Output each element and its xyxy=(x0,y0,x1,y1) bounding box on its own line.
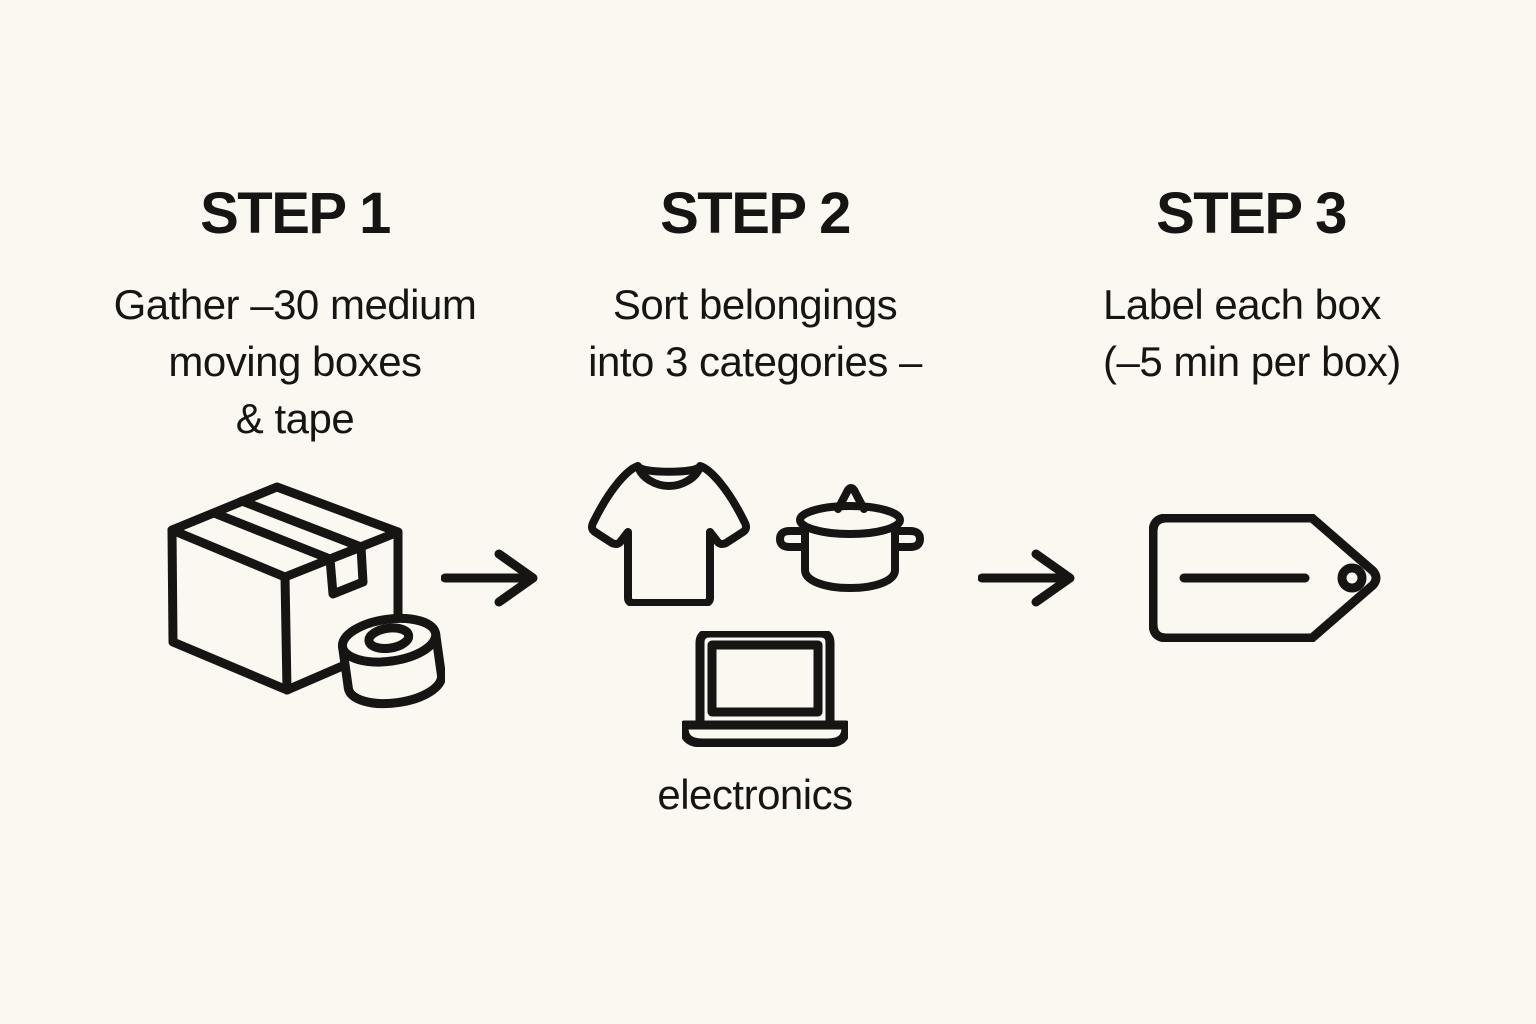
step-3-description: Label each box (–5 min per box) xyxy=(1103,276,1463,390)
step-1-title: STEP 1 xyxy=(200,181,391,246)
cooking-pot-icon xyxy=(776,483,924,595)
step-3-line-1: Label each box xyxy=(1103,281,1381,328)
step-2-description: Sort belongings into 3 categories – xyxy=(535,276,975,390)
moving-box-icon xyxy=(163,476,445,712)
step-2-line-1: Sort belongings xyxy=(612,281,898,328)
tshirt-icon xyxy=(586,460,752,606)
electronics-caption: electronics xyxy=(657,771,853,818)
label-tag-icon xyxy=(1149,514,1381,642)
step-1-line-1: Gather –30 medium xyxy=(113,281,477,328)
step-3-line-2: (–5 min per box) xyxy=(1103,338,1401,385)
step-3-title: STEP 3 xyxy=(1156,181,1347,246)
step-1-line-2: moving boxes xyxy=(168,338,422,385)
step-1-line-3: & tape xyxy=(235,395,355,442)
step-1-description: Gather –30 medium moving boxes & tape xyxy=(55,276,535,447)
right-arrow-icon xyxy=(441,548,541,608)
laptop-icon xyxy=(682,631,848,747)
right-arrow-icon xyxy=(978,548,1078,608)
step-2-title: STEP 2 xyxy=(660,181,851,246)
tape-roll-icon xyxy=(337,613,445,709)
step-2-line-2: into 3 categories – xyxy=(588,338,922,385)
